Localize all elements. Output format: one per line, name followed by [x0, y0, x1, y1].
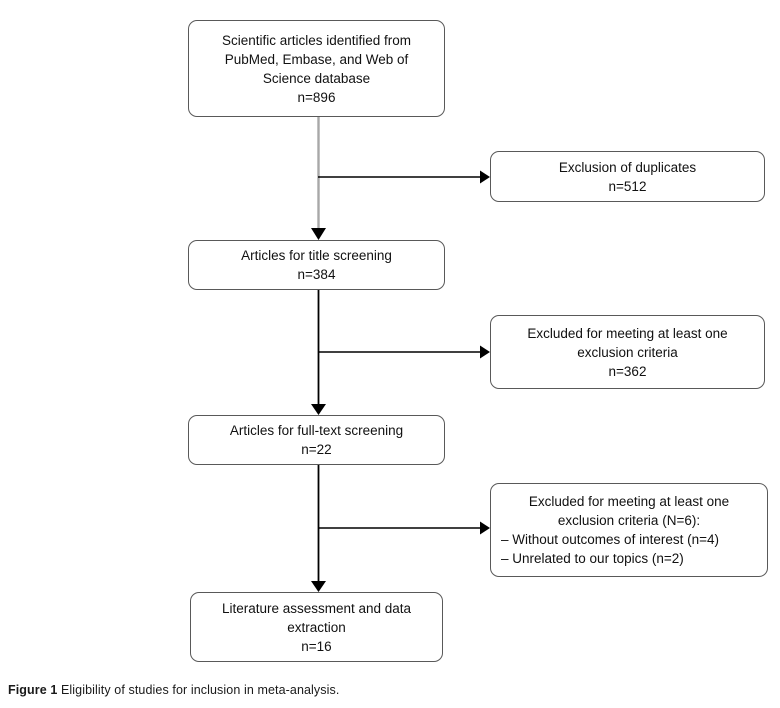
flow-box-excluded-fulltext: Excluded for meeting at least one exclus…: [490, 483, 768, 577]
box-count: n=362: [608, 363, 647, 379]
box-count: n=384: [297, 267, 336, 282]
flow-box-exclusion-duplicates: Exclusion of duplicates n=512: [490, 151, 765, 202]
box-count: n=16: [301, 638, 332, 654]
flow-box-fulltext-screening: Articles for full-text screening n=22: [188, 415, 445, 465]
figure-caption-text: Eligibility of studies for inclusion in …: [57, 683, 340, 697]
box-label: Exclusion of duplicates: [558, 159, 697, 175]
arrow-to-duplicates-head: [480, 170, 490, 184]
exclusion-item: – Unrelated to our topics (n=2): [501, 551, 684, 566]
figure-caption-label: Figure 1: [8, 683, 58, 697]
flow-box-title-screening: Articles for title screening n=384: [188, 240, 445, 290]
box-label: Scientific articles identified from PubM…: [221, 32, 412, 86]
box-count: n=896: [297, 89, 336, 105]
flow-box-excluded-title: Excluded for meeting at least one exclus…: [490, 315, 765, 389]
box-label: Articles for full-text screening: [229, 423, 404, 438]
arrow-title-to-fulltext-head: [311, 404, 326, 415]
box-label: Articles for title screening: [241, 248, 392, 263]
figure-caption: Figure 1 Eligibility of studies for incl…: [8, 683, 339, 697]
arrow-to-excluded-title-head: [480, 345, 490, 359]
flow-box-assessment: Literature assessment and data extractio…: [190, 592, 443, 662]
arrow-identified-to-title-head: [311, 228, 326, 240]
arrow-fulltext-to-assessment-head: [311, 581, 326, 592]
box-label: Excluded for meeting at least one exclus…: [527, 325, 728, 360]
box-count: n=512: [608, 178, 647, 194]
box-label: Literature assessment and data extractio…: [221, 600, 412, 635]
box-count: n=22: [301, 442, 332, 457]
arrow-to-excluded-fulltext-head: [480, 521, 490, 535]
flow-box-identified: Scientific articles identified from PubM…: [188, 20, 445, 117]
exclusion-item: – Without outcomes of interest (n=4): [501, 532, 719, 547]
box-label: Excluded for meeting at least one exclus…: [528, 494, 730, 528]
